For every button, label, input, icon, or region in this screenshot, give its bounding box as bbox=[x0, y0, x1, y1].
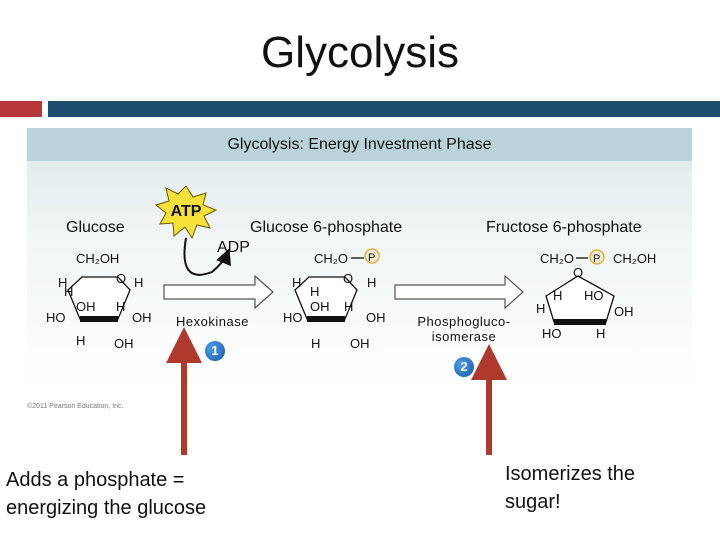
svg-text:H: H bbox=[134, 275, 143, 290]
svg-text:OH: OH bbox=[310, 299, 330, 314]
atp-to-adp-arrow bbox=[183, 237, 231, 276]
svg-text:O: O bbox=[116, 271, 126, 286]
svg-text:H: H bbox=[367, 275, 376, 290]
atp-label: ATP bbox=[171, 203, 202, 220]
glucose-6-phosphate-structure: CH₂O P O H H H OH H HO OH H OH bbox=[283, 248, 386, 351]
label-glucose-6-phosphate: Glucose 6-phosphate bbox=[250, 219, 403, 236]
svg-text:O: O bbox=[573, 265, 583, 280]
svg-text:P: P bbox=[593, 253, 600, 265]
step-1-badge: 1 bbox=[205, 341, 225, 361]
title-rule-blue bbox=[48, 101, 720, 117]
glucose-structure: CH₂OH O H H H OH H HO OH H OH bbox=[46, 251, 152, 351]
copyright-text: ©2011 Pearson Education, Inc. bbox=[27, 403, 124, 410]
svg-text:P: P bbox=[368, 252, 375, 264]
svg-text:H: H bbox=[310, 284, 319, 299]
svg-text:O: O bbox=[343, 271, 353, 286]
adp-label: ADP bbox=[217, 239, 250, 256]
svg-text:H: H bbox=[553, 288, 562, 303]
svg-text:OH: OH bbox=[76, 299, 96, 314]
svg-text:CH₂O: CH₂O bbox=[540, 251, 574, 266]
svg-text:H: H bbox=[344, 299, 353, 314]
annotation-left: Adds a phosphate = energizing the glucos… bbox=[6, 466, 206, 522]
svg-text:H: H bbox=[536, 301, 545, 316]
svg-text:HO: HO bbox=[584, 288, 604, 303]
annotation-left-line-1: Adds a phosphate = bbox=[6, 469, 185, 491]
annotation-right: Isomerizes the sugar! bbox=[505, 460, 635, 516]
svg-text:CH₂O: CH₂O bbox=[314, 251, 348, 266]
label-fructose-6-phosphate: Fructose 6-phosphate bbox=[486, 219, 642, 236]
svg-text:HO: HO bbox=[46, 310, 66, 325]
enzyme-line-2: isomerase bbox=[431, 329, 497, 344]
enzyme-line-1: Phosphogluco- bbox=[417, 314, 511, 329]
svg-text:H: H bbox=[116, 299, 125, 314]
svg-text:CH₂OH: CH₂OH bbox=[613, 251, 656, 266]
svg-text:H: H bbox=[64, 284, 73, 299]
annotation-left-line-2: energizing the glucose bbox=[6, 497, 207, 519]
svg-text:H: H bbox=[58, 275, 67, 290]
svg-text:OH: OH bbox=[114, 336, 134, 351]
svg-text:OH: OH bbox=[350, 336, 370, 351]
slide-title: Glycolysis bbox=[260, 28, 460, 77]
svg-text:OH: OH bbox=[366, 310, 386, 325]
label-glucose: Glucose bbox=[66, 219, 125, 236]
step-2-badge: 2 bbox=[454, 357, 474, 377]
reaction-arrow-1 bbox=[163, 274, 274, 310]
diagram-panel bbox=[27, 128, 692, 418]
svg-text:OH: OH bbox=[132, 310, 152, 325]
svg-text:H: H bbox=[292, 275, 301, 290]
svg-text:OH: OH bbox=[614, 304, 634, 319]
enzyme-phosphoglucoisomerase: Phosphogluco- isomerase bbox=[408, 314, 520, 344]
annotation-right-line-2: sugar! bbox=[505, 491, 561, 513]
reaction-arrow-2 bbox=[394, 274, 524, 310]
atp-burst: ATP bbox=[154, 185, 218, 240]
svg-text:H: H bbox=[596, 326, 605, 341]
panel-header: Glycolysis: Energy Investment Phase bbox=[27, 128, 692, 161]
fructose-6-phosphate-structure: CH₂O P CH₂OH O H HO H OH HO H bbox=[536, 249, 656, 341]
annotation-right-line-1: Isomerizes the bbox=[505, 463, 636, 485]
svg-text:HO: HO bbox=[283, 310, 303, 325]
svg-text:H: H bbox=[76, 333, 85, 348]
enzyme-hexokinase: Hexokinase bbox=[176, 314, 249, 329]
title-rule-red bbox=[0, 101, 42, 117]
svg-text:H: H bbox=[311, 336, 320, 351]
svg-text:CH₂OH: CH₂OH bbox=[76, 251, 119, 266]
svg-text:HO: HO bbox=[542, 326, 562, 341]
